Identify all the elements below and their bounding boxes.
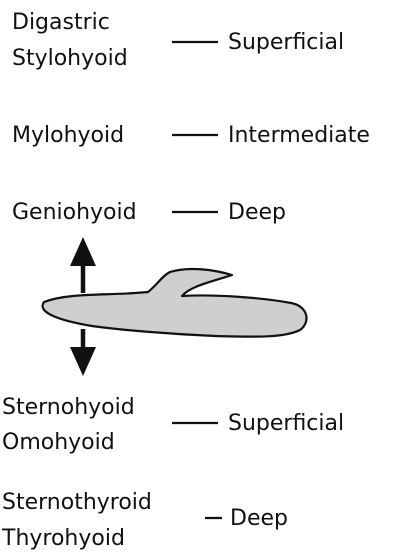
layer-deep-label: Deep	[230, 506, 288, 531]
muscle-thyrohyoid-label: Thyrohyoid	[1, 526, 125, 551]
muscle-digastric-label: Digastric	[12, 10, 110, 35]
muscle-sternohyoid-label: Sternohyoid	[2, 395, 135, 420]
layer-intermediate-label: Intermediate	[228, 123, 370, 148]
layer-deep-label: Deep	[228, 200, 286, 225]
infrahyoid-superficial-group: Sternohyoid Omohyoid Superficial	[2, 395, 344, 455]
muscle-stylohyoid-label: Stylohyoid	[12, 46, 128, 71]
muscle-sternothyroid-label: Sternothyroid	[2, 490, 152, 515]
suprahyoid-deep-group: Geniohyoid Deep	[12, 200, 286, 225]
infrahyoid-deep-group: Sternothyroid Thyrohyoid Deep	[1, 490, 288, 551]
suprahyoid-intermediate-group: Mylohyoid Intermediate	[12, 123, 370, 148]
arrow-down-icon	[70, 329, 96, 376]
arrow-up-icon	[70, 237, 96, 293]
layer-superficial-label: Superficial	[228, 411, 344, 436]
muscle-omohyoid-label: Omohyoid	[2, 430, 115, 455]
muscle-mylohyoid-label: Mylohyoid	[12, 123, 124, 148]
muscle-geniohyoid-label: Geniohyoid	[12, 200, 137, 225]
suprahyoid-superficial-group: Digastric Stylohyoid Superficial	[12, 10, 344, 71]
layer-superficial-label: Superficial	[228, 30, 344, 55]
